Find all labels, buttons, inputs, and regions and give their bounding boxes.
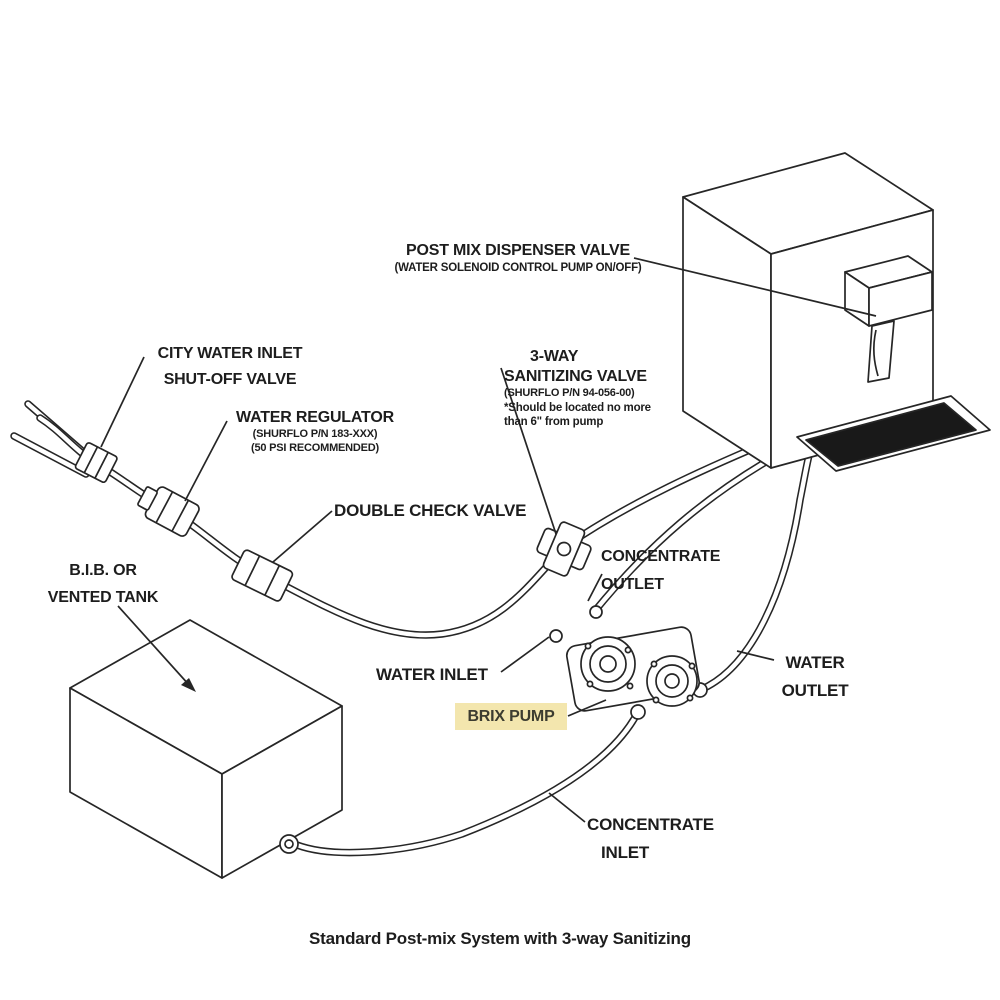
label-line: SHUT-OFF VALVE [163, 371, 297, 388]
bib-arrowhead [181, 678, 196, 692]
pump-water-inlet-port [549, 629, 563, 643]
label-line: 3-WAY [530, 348, 579, 365]
label-line: DOUBLE CHECK VALVE [334, 501, 527, 520]
label-concentrate-outlet: CONCENTRATE OUTLET [601, 543, 720, 599]
label-line: INLET [601, 843, 650, 862]
leader-dispenser-valve [633, 257, 877, 317]
three-way-sanitizing-valve-body [536, 521, 592, 577]
label-line: POST MIX DISPENSER VALVE [406, 242, 630, 259]
label-city-water-inlet-shutoff-valve: CITY WATER INLET SHUT-OFF VALVE [146, 341, 314, 393]
label-3way-sanitizing-valve: 3-WAY SANITIZING VALVE (SHURFLO P/N 94-0… [504, 347, 704, 429]
label-line: than 6" from pump [504, 415, 604, 428]
brix-pump-label: BRIX PUMP [455, 703, 567, 730]
leader-regulator [184, 420, 228, 502]
label-line: VENTED TANK [47, 589, 159, 606]
label-line: WATER INLET [376, 665, 488, 684]
label-line: WATER [785, 653, 845, 672]
label-line: CITY WATER INLET [157, 345, 303, 362]
label-line: BRIX PUMP [467, 708, 555, 725]
label-line: CONCENTRATE [587, 815, 714, 834]
shutoff-valve-body [74, 442, 118, 484]
leader-double-check [272, 510, 333, 563]
leader-concentrate-inlet [548, 792, 586, 823]
dispenser-unit [682, 152, 991, 472]
leader-city-water [100, 356, 145, 448]
nozzle-spout [867, 320, 895, 383]
leader-water-inlet [500, 636, 550, 673]
label-line: B.I.B. OR [69, 562, 137, 579]
label-line: (SHURFLO P/N 183-XXX) [252, 428, 378, 440]
label-double-check-valve: DOUBLE CHECK VALVE [334, 500, 526, 521]
drip-tray [796, 395, 991, 472]
leader-bib-tank [117, 605, 191, 687]
label-line: (WATER SOLENOID CONTROL PUMP ON/OFF) [394, 262, 642, 274]
label-concentrate-inlet: CONCENTRATE INLET [587, 811, 714, 867]
leader-lines [100, 257, 877, 823]
label-line: WATER REGULATOR [236, 409, 394, 426]
brix-pump-assembly [549, 605, 708, 720]
label-line: OUTLET [601, 576, 664, 593]
label-bib-or-vented-tank: B.I.B. OR VENTED TANK [33, 557, 173, 611]
label-water-regulator: WATER REGULATOR (SHURFLO P/N 183-XXX) (5… [225, 408, 405, 455]
label-line: (50 PSI RECOMMENDED) [250, 441, 380, 454]
leader-concentrate-outlet [587, 573, 603, 602]
label-line: CONCENTRATE [601, 548, 721, 565]
leader-sanitizing [500, 367, 557, 535]
leader-brix-pump [567, 699, 607, 717]
label-water-outlet: WATER OUTLET [776, 649, 854, 705]
dispenser-valve-nozzle [844, 255, 933, 383]
bib-tank [69, 619, 343, 879]
double-check-valve-body [231, 549, 294, 602]
leader-water-outlet [736, 650, 775, 661]
label-line: OUTLET [781, 681, 849, 700]
tank-outlet-fitting [279, 834, 299, 854]
label-line: SANITIZING VALVE [504, 368, 647, 385]
label-water-inlet: WATER INLET [376, 664, 488, 685]
pump-concentrate-inlet-port [630, 704, 646, 720]
label-line: *Should be located no more [504, 401, 651, 414]
tank-right-face [221, 705, 343, 879]
label-post-mix-dispenser-valve: POST MIX DISPENSER VALVE (WATER SOLENOID… [372, 241, 664, 275]
diagram-caption: Standard Post-mix System with 3-way Sani… [309, 929, 691, 948]
pump-concentrate-outlet-port [589, 605, 603, 619]
label-line: (SHURFLO P/N 94-056-00) [504, 387, 635, 399]
